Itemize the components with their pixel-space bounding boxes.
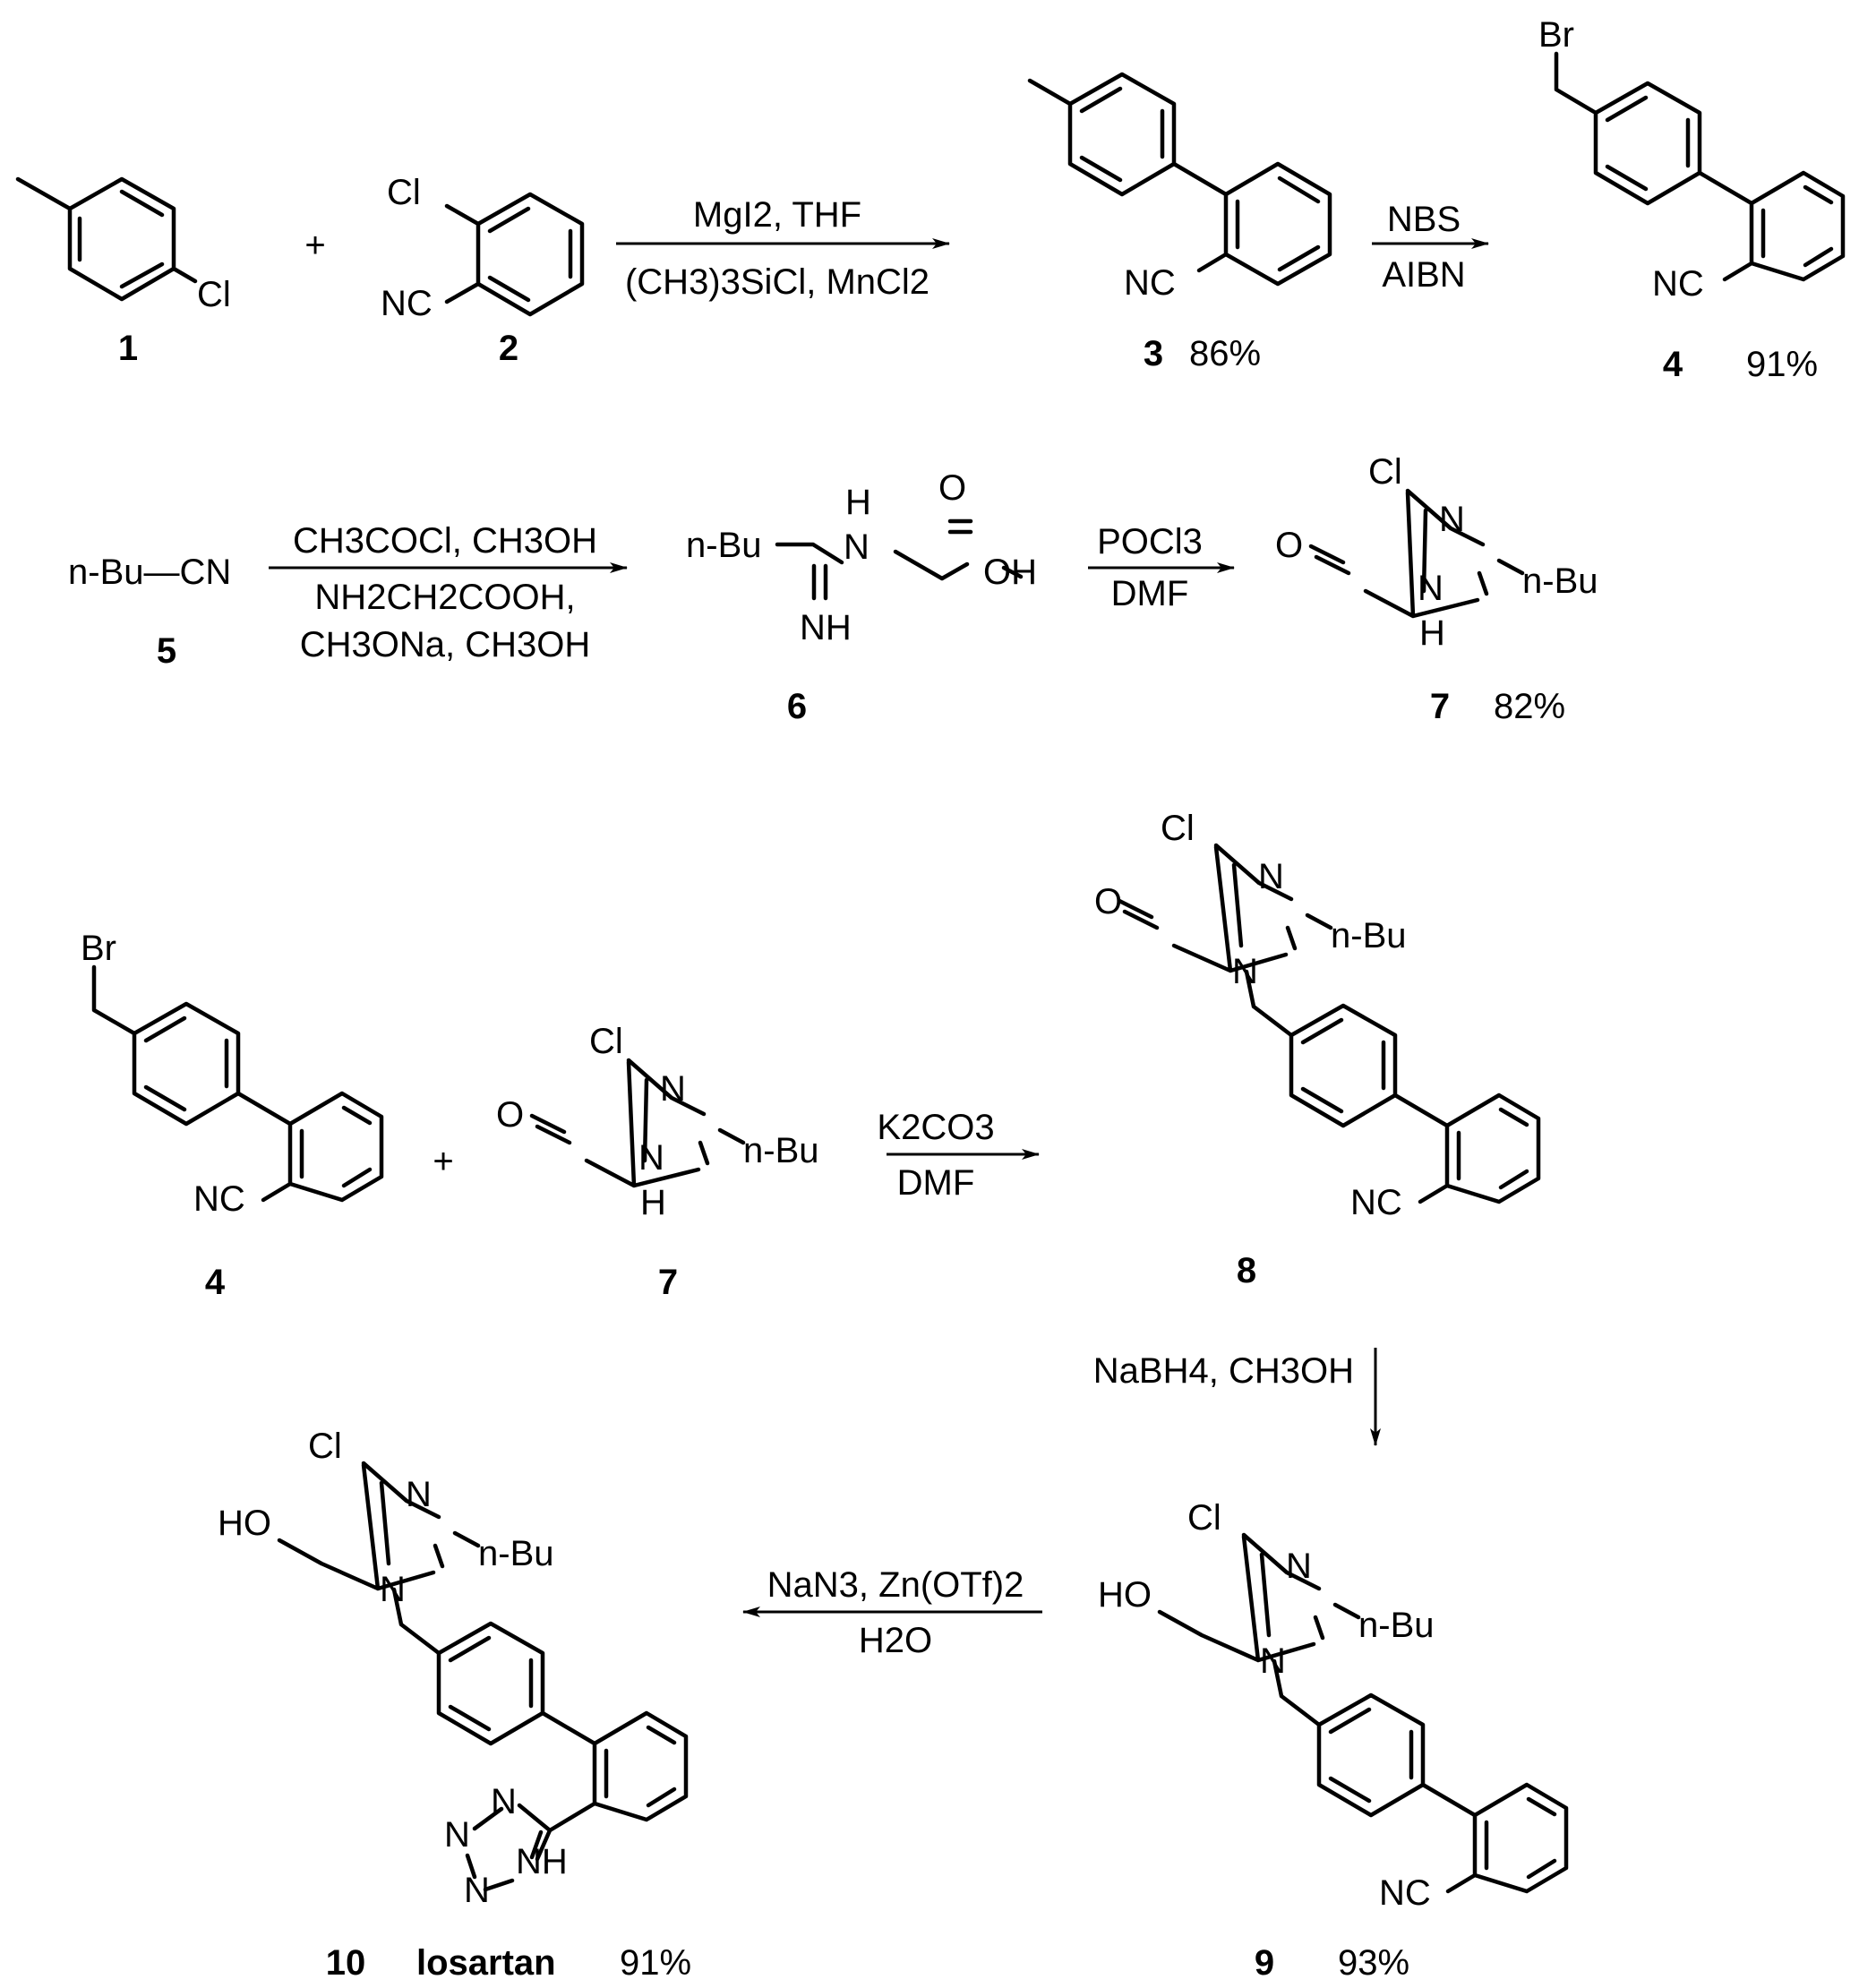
compound-3-structure: NC xyxy=(1027,72,1332,303)
compound-7-mid-structure: Cl N O n-Bu N H xyxy=(496,1022,819,1222)
c7-mid-nh-h: H xyxy=(640,1183,666,1222)
c10-ho: HO xyxy=(218,1504,271,1543)
reagent-step4-line2: DMF xyxy=(1111,574,1189,613)
c2-cl: Cl xyxy=(387,173,421,212)
c7-top-nh-h: H xyxy=(1419,613,1445,653)
c6-oh: OH xyxy=(983,553,1037,592)
c7-mid-n: N xyxy=(660,1069,686,1109)
compound-2-structure: Cl NC xyxy=(381,173,585,323)
c9-cl: Cl xyxy=(1187,1498,1221,1538)
compound-1-label: 1 xyxy=(118,329,138,368)
c3-nc: NC xyxy=(1124,263,1176,303)
compound-7-top-yield: 82% xyxy=(1494,687,1565,726)
compound-2-label: 2 xyxy=(499,329,518,368)
c8-nbu: n-Bu xyxy=(1331,916,1407,955)
compound-7-mid-label: 7 xyxy=(658,1263,678,1302)
compound-9-label: 9 xyxy=(1255,1943,1274,1983)
reagent-step7-line1: NaN3, Zn(OTf)2 xyxy=(767,1565,1024,1605)
c6-h: H xyxy=(845,483,871,522)
c4-top-br: Br xyxy=(1538,15,1574,55)
compound-8-label: 8 xyxy=(1237,1251,1256,1290)
c8-n-imine: N xyxy=(1258,857,1284,896)
c10-cl: Cl xyxy=(308,1427,342,1466)
c7-top-nh-n: N xyxy=(1418,569,1444,608)
c9-nc: NC xyxy=(1379,1873,1431,1913)
compound-4-mid-structure: Br NC xyxy=(81,929,384,1219)
c7-mid-o: O xyxy=(496,1095,524,1135)
compound-4-mid-label: 4 xyxy=(205,1263,226,1302)
reagent-step2-line2: AIBN xyxy=(1382,255,1465,295)
compound-9-structure: Cl N HO n-Bu N NC xyxy=(1098,1498,1569,1913)
c9-ho: HO xyxy=(1098,1575,1152,1615)
compound-8-structure: Cl N O n-Bu N NC xyxy=(1094,809,1541,1222)
c10-tetrazole-n1: N xyxy=(491,1782,517,1821)
reagent-step5-line1: K2CO3 xyxy=(877,1108,994,1147)
c7-mid-nh-n: N xyxy=(638,1138,664,1178)
c7-top-nbu: n-Bu xyxy=(1522,561,1598,601)
c9-n-imine: N xyxy=(1286,1547,1312,1586)
compound-3-label: 3 xyxy=(1144,334,1163,373)
c4-mid-nc: NC xyxy=(193,1179,245,1219)
c8-o: O xyxy=(1094,882,1122,921)
c10-tetrazole-n2: N xyxy=(444,1815,470,1855)
c10-nbu: n-Bu xyxy=(478,1534,554,1573)
reagent-step3-line1: CH3COCl, CH3OH xyxy=(293,521,597,561)
reagent-step1-line2: (CH3)3SiCl, MnCl2 xyxy=(625,262,930,302)
c6-n: N xyxy=(844,527,870,567)
compound-5-formula: n-Bu—CN xyxy=(68,553,231,592)
c10-tetrazole-n3: N xyxy=(464,1871,490,1910)
reagent-step1-line1: MgI2, THF xyxy=(693,195,861,235)
compound-7-top-structure: Cl N O n-Bu N H xyxy=(1275,452,1598,653)
compound-4-top-yield: 91% xyxy=(1746,345,1818,384)
c6-o: O xyxy=(938,468,966,508)
reagent-step2-line1: NBS xyxy=(1387,200,1461,239)
c4-mid-br: Br xyxy=(81,929,116,968)
c8-nc: NC xyxy=(1350,1183,1402,1222)
c9-n-ring: N xyxy=(1260,1641,1286,1681)
compound-9-yield: 93% xyxy=(1338,1943,1409,1983)
c7-top-n: N xyxy=(1439,500,1465,539)
reagent-step7-line2: H2O xyxy=(859,1621,932,1660)
c6-nbu: n-Bu xyxy=(686,526,762,565)
c4-top-nc: NC xyxy=(1652,264,1704,304)
reagent-step5-line2: DMF xyxy=(897,1163,975,1203)
c10-n-imine: N xyxy=(406,1475,432,1514)
c6-nh: NH xyxy=(800,608,852,647)
compound-10-name: losartan xyxy=(416,1943,556,1983)
c7-top-cl: Cl xyxy=(1368,452,1402,492)
c1-cl: Cl xyxy=(197,275,231,314)
reagent-step3-line3: CH3ONa, CH3OH xyxy=(300,625,591,664)
compound-10-structure: Cl N HO n-Bu N N N N NH xyxy=(218,1427,689,1910)
compound-10-label: 10 xyxy=(326,1943,366,1983)
c7-mid-nbu: n-Bu xyxy=(743,1131,819,1170)
compound-6-structure: n-Bu H N O OH NH xyxy=(686,468,1037,647)
plus-sign: + xyxy=(304,226,325,265)
c7-mid-cl: Cl xyxy=(589,1022,623,1061)
compound-6-label: 6 xyxy=(787,687,807,726)
c8-n-ring: N xyxy=(1232,952,1258,991)
c9-nbu: n-Bu xyxy=(1358,1606,1435,1645)
compound-4-top-structure: Br NC xyxy=(1538,15,1846,304)
compound-7-top-label: 7 xyxy=(1430,687,1450,726)
plus-sign-2: + xyxy=(433,1142,453,1181)
compound-10-yield: 91% xyxy=(620,1943,691,1983)
c2-nc: NC xyxy=(381,284,433,323)
c8-cl: Cl xyxy=(1161,809,1195,848)
compound-5-label: 5 xyxy=(157,631,176,671)
c7-top-o: O xyxy=(1275,526,1303,565)
compound-4-top-label: 4 xyxy=(1663,345,1683,384)
c10-tetrazole-nh: NH xyxy=(516,1842,568,1881)
reagent-step4-line1: POCl3 xyxy=(1097,522,1203,561)
reagent-step6-line1: NaBH4, CH3OH xyxy=(1093,1351,1354,1391)
compound-3-yield: 86% xyxy=(1189,334,1261,373)
reagent-step3-line2: NH2CH2COOH, xyxy=(314,578,575,617)
compound-1-structure: Cl xyxy=(15,176,231,314)
c10-n-ring: N xyxy=(380,1570,406,1609)
